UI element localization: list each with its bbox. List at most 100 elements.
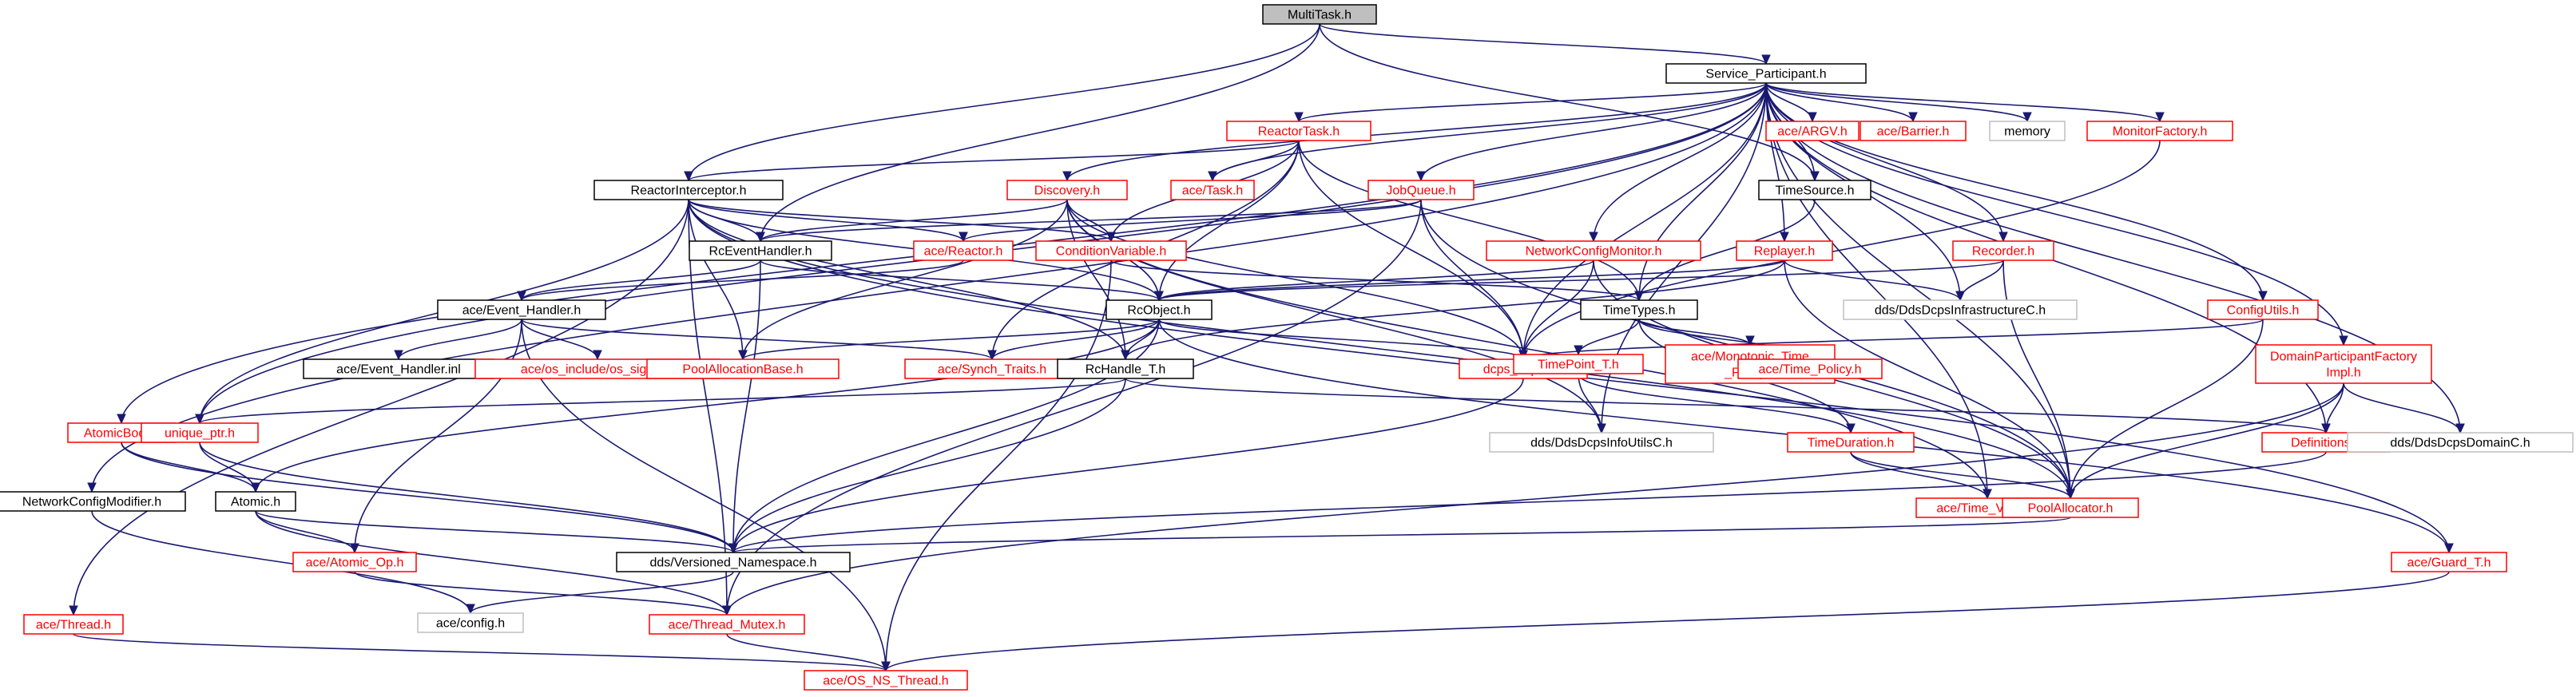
arrowhead xyxy=(394,350,403,361)
node-box xyxy=(616,552,851,572)
node-replayer[interactable]: Replayer.h xyxy=(1736,240,1833,261)
edge-reactor-task-to-rc-object xyxy=(1158,140,1300,301)
node-ace-thread[interactable]: ace/Thread.h xyxy=(23,614,124,635)
node-box xyxy=(2207,299,2319,320)
node-job-queue[interactable]: JobQueue.h xyxy=(1367,180,1475,200)
node-condition-variable[interactable]: ConditionVariable.h xyxy=(1035,240,1187,261)
node-ace-reactor[interactable]: ace/Reactor.h xyxy=(913,240,1014,261)
arrowhead xyxy=(69,605,78,616)
node-dds-dcps-info-utils-c[interactable]: dds/DdsDcpsInfoUtilsC.h xyxy=(1489,432,1714,453)
node-time-types[interactable]: TimeTypes.h xyxy=(1580,299,1698,320)
edge-definitions-to-versioned-namespace xyxy=(732,451,2327,553)
node-label: ace/Reactor.h xyxy=(924,245,1003,259)
node-box xyxy=(1765,121,1860,141)
arrowhead xyxy=(1416,171,1426,182)
node-box xyxy=(1737,358,1883,379)
node-ace-barrier[interactable]: ace/Barrier.h xyxy=(1860,121,1967,141)
node-box xyxy=(649,614,805,635)
arrowhead xyxy=(2022,112,2032,123)
node-ace-event-handler-inl[interactable]: ace/Event_Handler.inl xyxy=(303,358,494,379)
edge-reactor-task-to-dcps-export xyxy=(1298,140,1524,360)
arrowhead xyxy=(684,171,693,182)
node-ace-time-policy[interactable]: ace/Time_Policy.h xyxy=(1737,358,1883,379)
node-ace-config[interactable]: ace/config.h xyxy=(417,612,524,633)
edge-atomic-to-ace-thread-mutex xyxy=(255,510,728,616)
node-memory[interactable]: memory xyxy=(1989,121,2066,141)
node-box xyxy=(1787,432,1915,453)
edge-rc-handle-t-to-definitions xyxy=(1125,378,2327,434)
node-box xyxy=(1860,121,1967,141)
node-label: memory xyxy=(2004,125,2050,139)
edge-reactor-task-to-ace-task xyxy=(1212,140,1300,181)
node-label: TimePoint_T.h xyxy=(1538,358,1619,372)
edge-rc-event-handler-to-rc-object xyxy=(760,259,1160,301)
node-label: ace/os_include/os_signal.h xyxy=(521,363,674,377)
arrowhead xyxy=(2258,291,2268,302)
node-reactor-task[interactable]: ReactorTask.h xyxy=(1226,121,1371,141)
node-unique-ptr[interactable]: unique_ptr.h xyxy=(141,422,259,443)
node-box xyxy=(1226,121,1371,141)
node-multi-task[interactable]: MultiTask.h xyxy=(1262,4,1377,25)
node-box xyxy=(2391,552,2507,572)
node-ace-synch-traits[interactable]: ace/Synch_Traits.h xyxy=(904,358,1080,379)
arrowhead xyxy=(350,543,359,554)
node-ace-thread-mutex[interactable]: ace/Thread_Mutex.h xyxy=(649,614,805,635)
node-time-duration[interactable]: TimeDuration.h xyxy=(1787,432,1915,453)
node-network-config-monitor[interactable]: NetworkConfigMonitor.h xyxy=(1486,240,1701,261)
node-box xyxy=(1367,180,1475,200)
node-recorder[interactable]: Recorder.h xyxy=(1952,240,2054,261)
node-box xyxy=(1105,299,1213,320)
node-ace-event-handler[interactable]: ace/Event_Handler.h xyxy=(437,299,606,320)
node-box xyxy=(913,240,1014,261)
node-network-config-modifier[interactable]: NetworkConfigModifier.h xyxy=(0,491,186,512)
arrowhead xyxy=(593,350,602,361)
arrowhead xyxy=(728,543,738,554)
edge-service-participant-to-dcps-export xyxy=(1522,82,1767,360)
node-time-source[interactable]: TimeSource.h xyxy=(1758,180,1871,200)
node-dds-dcps-domain-c[interactable]: dds/DdsDcpsDomainC.h xyxy=(2347,432,2574,453)
edge-time-duration-to-pool-allocator xyxy=(1850,451,2071,499)
edge-service-participant-to-reactor-task xyxy=(1298,82,1767,122)
node-versioned-namespace[interactable]: dds/Versioned_Namespace.h xyxy=(616,552,851,572)
edge-config-utils-to-pool-allocator xyxy=(2070,319,2264,499)
edge-discovery-to-rc-handle-t xyxy=(1066,199,1126,360)
node-reactor-interceptor[interactable]: ReactorInterceptor.h xyxy=(593,180,784,200)
edge-multi-task-to-service-participant xyxy=(1319,23,1767,65)
edge-ace-event-handler-to-ace-event-handler-inl xyxy=(398,319,522,360)
node-config-utils[interactable]: ConfigUtils.h xyxy=(2207,299,2319,320)
arrowhead xyxy=(1983,489,1992,500)
node-label: ace/Atomic_Op.h xyxy=(306,556,404,570)
arrowhead xyxy=(1780,232,1789,243)
node-time-point-t[interactable]: TimePoint_T.h xyxy=(1513,354,1644,374)
edge-rc-object-to-ace-synch-traits xyxy=(991,319,1160,360)
edge-service-participant-to-network-config-monitor xyxy=(1593,82,1767,242)
node-label: TimeDuration.h xyxy=(1808,437,1895,450)
node-ace-guard-t[interactable]: ace/Guard_T.h xyxy=(2391,552,2507,572)
edge-service-participant-to-recorder xyxy=(1765,82,2004,242)
node-rc-object[interactable]: RcObject.h xyxy=(1105,299,1213,320)
node-pool-allocation-base[interactable]: PoolAllocationBase.h xyxy=(646,358,839,379)
node-rc-event-handler[interactable]: RcEventHandler.h xyxy=(689,240,832,261)
node-box xyxy=(593,180,784,200)
edge-reactor-interceptor-to-pool-allocation-base xyxy=(688,199,744,360)
edge-multi-task-to-rc-event-handler xyxy=(760,23,1320,242)
node-atomic[interactable]: Atomic.h xyxy=(215,491,296,512)
node-monitor-factory[interactable]: MonitorFactory.h xyxy=(2086,121,2233,141)
node-ace-atomic-op[interactable]: ace/Atomic_Op.h xyxy=(292,552,417,572)
edge-service-participant-to-monitor-factory xyxy=(1765,82,2161,122)
node-discovery[interactable]: Discovery.h xyxy=(1006,180,1128,200)
node-service-participant[interactable]: Service_Participant.h xyxy=(1665,63,1867,84)
node-rc-handle-t[interactable]: RcHandle_T.h xyxy=(1057,358,1194,379)
node-pool-allocator[interactable]: PoolAllocator.h xyxy=(2002,497,2139,518)
node-dds-dcps-infrastructure-c[interactable]: dds/DdsDcpsInfrastructureC.h xyxy=(1843,299,2078,320)
edge-replayer-to-pool-allocator xyxy=(1784,259,2071,499)
edge-ace-atomic-op-to-ace-thread-mutex xyxy=(354,571,728,616)
arrowhead xyxy=(2455,423,2465,434)
node-box xyxy=(1580,299,1698,320)
nodes-layer: MultiTask.hService_Participant.hReactorT… xyxy=(0,4,2574,691)
node-ace-task[interactable]: ace/Task.h xyxy=(1170,180,1255,200)
node-ace-os-ns-thread[interactable]: ace/OS_NS_Thread.h xyxy=(804,670,968,691)
node-ace-argv[interactable]: ace/ARGV.h xyxy=(1765,121,1860,141)
node-label: JobQueue.h xyxy=(1386,184,1455,198)
